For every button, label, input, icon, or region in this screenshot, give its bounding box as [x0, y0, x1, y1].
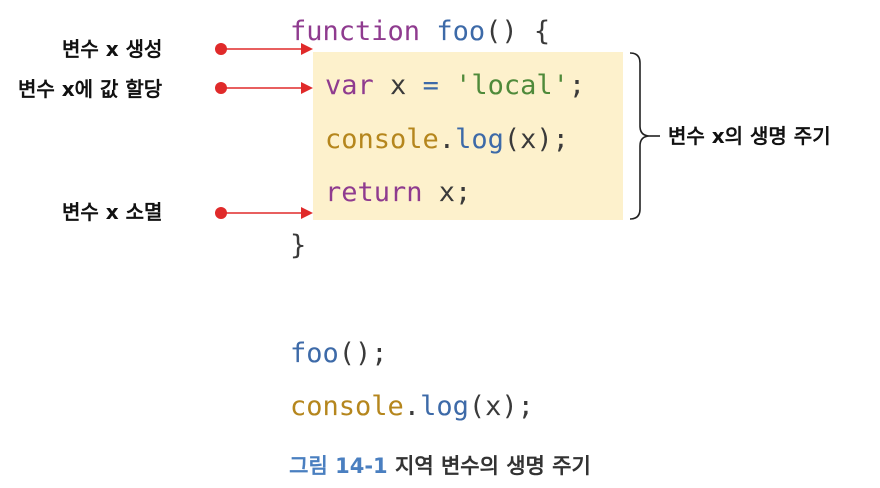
lifecycle-bracket: [629, 52, 660, 220]
call-function-name: foo: [290, 338, 339, 369]
function-parens: () {: [485, 16, 551, 47]
label-variable-destroyed: 변수 x 소멸: [62, 200, 163, 224]
code-line-close-brace: }: [290, 230, 307, 261]
code-line-return: return x;: [325, 179, 471, 206]
dot-assigned: [215, 82, 227, 94]
label-variable-lifecycle: 변수 x의 생명 주기: [668, 124, 831, 148]
log-args: (x);: [503, 124, 569, 155]
dot-outer: .: [403, 391, 421, 422]
figure-number: 그림 14-1: [289, 454, 388, 478]
arrow-assigned: [225, 82, 313, 94]
assign-operator: =: [422, 70, 439, 101]
return-value: x;: [422, 177, 472, 208]
dot-destroyed: [215, 207, 227, 219]
keyword-function: function: [290, 16, 421, 47]
dot: .: [438, 124, 456, 155]
code-line-var: var x = 'local';: [325, 72, 585, 99]
log-args-outer: (x);: [468, 391, 534, 422]
console-object-outer: console: [290, 391, 404, 422]
var-name: x: [373, 70, 423, 101]
code-line-console-log-inner: console.log(x);: [325, 126, 569, 153]
log-method-outer: log: [420, 391, 469, 422]
arrow-created: [225, 43, 313, 55]
function-name: foo: [436, 16, 486, 47]
console-object: console: [325, 124, 439, 155]
semicolon: ;: [568, 70, 586, 101]
keyword-return: return: [325, 177, 423, 208]
code-line-console-log-outer: console.log(x);: [290, 393, 534, 420]
string-literal: 'local': [438, 70, 569, 101]
call-parens: ();: [338, 338, 388, 369]
keyword-var: var: [325, 70, 374, 101]
figure-caption: 그림 14-1 지역 변수의 생명 주기: [0, 450, 880, 480]
figure-title: 지역 변수의 생명 주기: [395, 454, 591, 478]
label-variable-assigned: 변수 x에 값 할당: [18, 77, 163, 101]
dot-created: [215, 43, 227, 55]
code-line-function-decl: function foo() {: [290, 18, 550, 45]
function-body-highlight: [313, 52, 623, 220]
log-method: log: [455, 124, 504, 155]
label-variable-created: 변수 x 생성: [62, 37, 163, 61]
code-line-call-foo: foo();: [290, 340, 388, 367]
arrow-destroyed: [225, 207, 313, 219]
